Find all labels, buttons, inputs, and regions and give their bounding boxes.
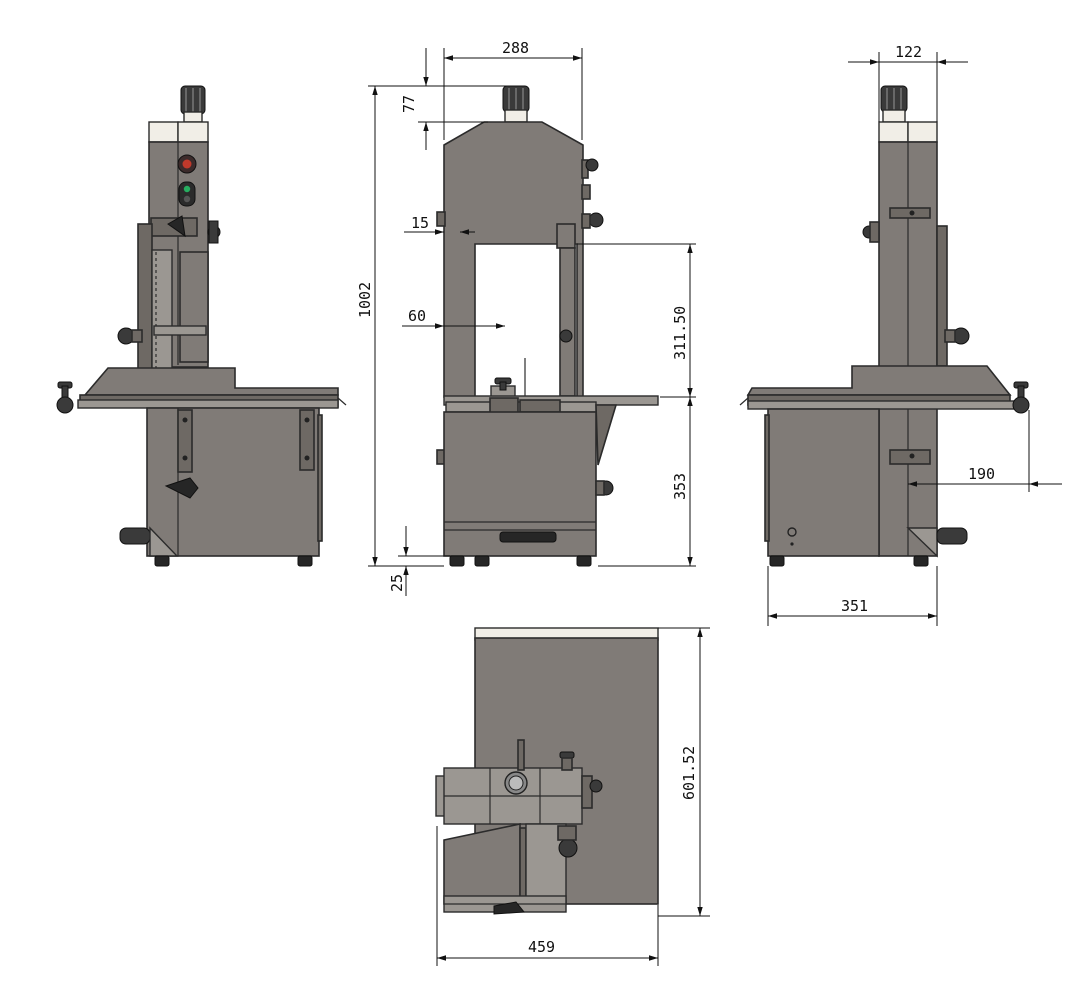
stop-button: [177, 154, 197, 174]
start-button: [178, 181, 196, 207]
dimension-throat-depth: 60: [402, 307, 505, 329]
dimension-plan-depth: 601.52: [658, 627, 710, 917]
left-side-view: [56, 85, 347, 567]
dim-label-plan-width: 459: [528, 938, 555, 956]
dimension-foot-height: 25: [388, 526, 450, 596]
dim-label-foot-height: 25: [388, 574, 406, 592]
dimension-side-depth: 351: [767, 566, 938, 626]
dim-label-total-height: 1002: [356, 282, 374, 318]
dimension-knob-height: 77: [400, 48, 515, 150]
dimension-table-height: 353: [598, 397, 696, 567]
work-table: [83, 367, 339, 396]
dimension-blade-offset: 15: [404, 214, 475, 235]
dim-label-side-offset: 190: [968, 465, 995, 483]
base-cabinet: [146, 407, 320, 557]
front-view: [436, 85, 659, 567]
dimension-width-top: 288: [443, 39, 583, 140]
dim-label-width-top: 288: [502, 39, 529, 57]
dim-label-knob-height: 77: [400, 95, 418, 113]
dim-label-side-top-width: 122: [895, 43, 922, 61]
tension-knob: [180, 85, 206, 123]
right-side-view: [739, 85, 1030, 567]
dim-label-plan-depth: 601.52: [680, 746, 698, 800]
dimension-side-offset: 190: [908, 410, 1062, 492]
top-view: [435, 627, 659, 915]
dimension-cut-height: 311.50: [577, 243, 696, 398]
dim-label-blade-offset: 15: [411, 214, 429, 232]
dim-label-table-height: 353: [671, 473, 689, 500]
right-table: [746, 365, 1012, 396]
dim-label-side-depth: 351: [841, 597, 868, 615]
dimension-side-top-width: 122: [848, 43, 968, 122]
dim-label-cut-height: 311.50: [671, 306, 689, 360]
dimension-plan-width: 459: [436, 826, 659, 966]
right-base: [767, 408, 880, 557]
dim-label-throat-depth: 60: [408, 307, 426, 325]
